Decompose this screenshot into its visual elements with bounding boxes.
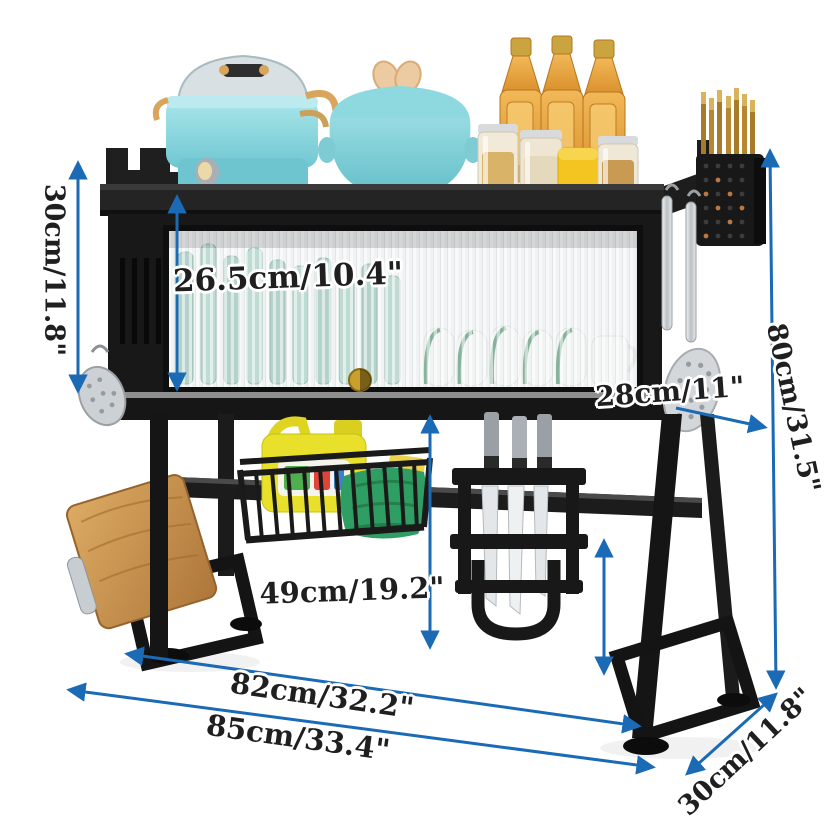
dimension-line-total-height	[760, 148, 786, 690]
chopsticks	[701, 88, 755, 160]
dimension-label-clearance-height: 49cm/19.2"	[258, 570, 446, 611]
foot	[623, 737, 669, 755]
knife-blades	[481, 485, 549, 616]
cutting-board	[65, 414, 218, 658]
door-knob	[348, 368, 372, 392]
slotted-spoon	[662, 347, 722, 433]
dimension-lines	[66, 148, 786, 776]
chopstick-holder	[696, 88, 766, 246]
knife-rack	[450, 412, 588, 641]
dimension-line-base-depth	[685, 692, 778, 776]
right-front-leg	[632, 414, 682, 738]
hanging-utensils-right	[661, 183, 722, 433]
top-shelf	[100, 168, 714, 216]
hanging-ladle-left	[77, 344, 127, 427]
spice-jars	[477, 124, 639, 193]
casserole-pot	[318, 60, 482, 197]
dimension-line-cabinet-depth	[675, 406, 768, 434]
sink-caddy-basket	[237, 416, 433, 544]
dimension-line-outer-width	[66, 682, 656, 775]
dishes-behind-door	[166, 228, 640, 390]
steamer-pot	[152, 54, 340, 192]
dimension-label-cabinet-height: 26.5cm/10.4"	[172, 255, 404, 300]
knife-handles	[484, 412, 552, 470]
foot	[230, 617, 262, 631]
foot	[717, 693, 751, 707]
dish-cabinet	[108, 214, 668, 420]
dimension-label-shelf-height: 30cm/11.8"	[38, 183, 70, 357]
